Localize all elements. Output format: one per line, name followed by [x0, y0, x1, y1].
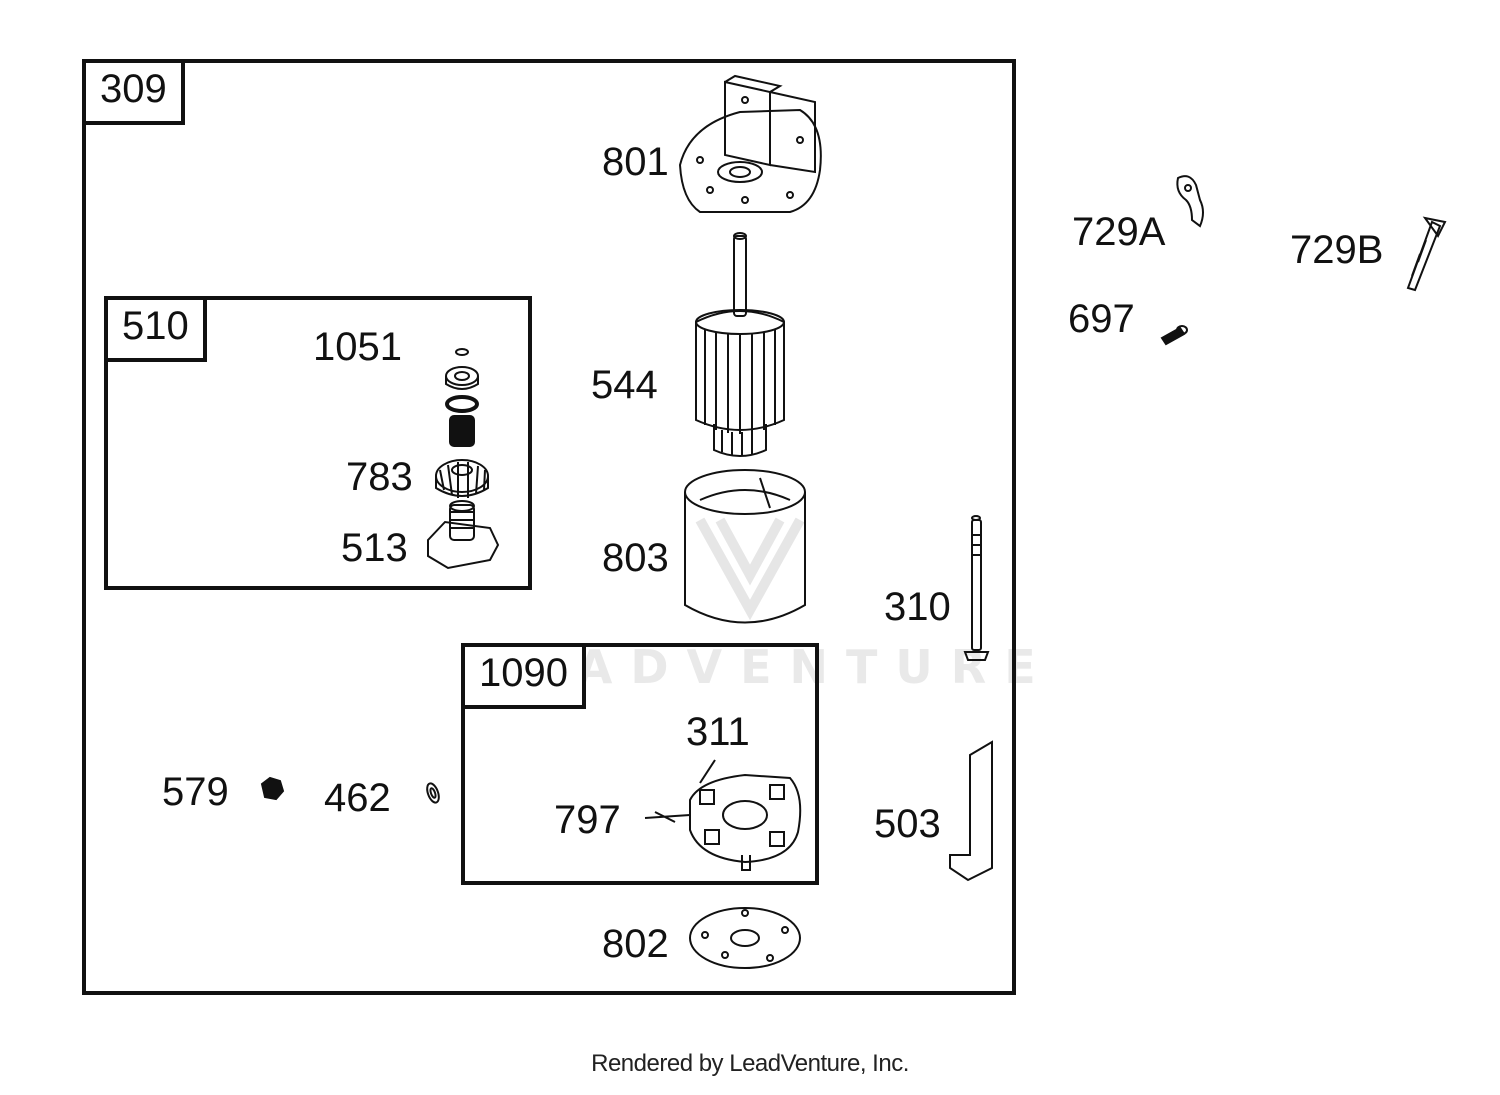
brush-holder-icon	[644, 759, 802, 871]
callout-729b[interactable]: 729B	[1290, 228, 1384, 272]
callout-462[interactable]: 462	[324, 776, 391, 820]
box-label-510: 510	[104, 296, 207, 362]
callout-797[interactable]: 797	[554, 798, 621, 842]
callout-801[interactable]: 801	[602, 140, 669, 184]
armature-icon	[695, 232, 785, 457]
end-cap-bracket-icon	[678, 74, 822, 213]
callout-513[interactable]: 513	[341, 526, 408, 570]
callout-579[interactable]: 579	[162, 770, 229, 814]
callout-697[interactable]: 697	[1068, 297, 1135, 341]
callout-729a[interactable]: 729A	[1072, 210, 1166, 254]
callout-783[interactable]: 783	[346, 455, 413, 499]
callout-310[interactable]: 310	[884, 585, 951, 629]
housing-icon	[684, 469, 806, 624]
stop-collar-icon	[445, 366, 479, 390]
assembly-box-309: 309	[82, 59, 1016, 995]
clip-icon	[1176, 175, 1204, 228]
box-label-1090: 1090	[461, 643, 586, 709]
callout-503[interactable]: 503	[874, 802, 941, 846]
callout-311[interactable]: 311	[686, 710, 750, 754]
screw-icon	[1160, 325, 1188, 346]
drive-housing-icon	[427, 500, 500, 570]
cable-tie-icon	[1406, 216, 1447, 292]
nut-icon	[260, 776, 285, 801]
pinion-gear-icon	[435, 459, 489, 498]
box-label-309: 309	[82, 59, 185, 125]
footer-credit: Rendered by LeadVenture, Inc.	[591, 1050, 909, 1077]
callout-803[interactable]: 803	[602, 536, 669, 580]
through-bolt-icon	[963, 515, 990, 661]
assembly-box-510: 510	[104, 296, 532, 590]
callout-544[interactable]: 544	[591, 363, 658, 407]
assembly-box-1090: 1090	[461, 643, 819, 885]
callout-1051[interactable]: 1051	[313, 325, 402, 369]
retaining-ring-icon	[455, 348, 469, 356]
spring-washer-icon	[445, 395, 479, 413]
spring-icon	[449, 415, 475, 447]
bracket-strip-icon	[949, 740, 993, 882]
washer-icon	[426, 782, 440, 804]
callout-802[interactable]: 802	[602, 922, 669, 966]
end-plate-icon	[689, 907, 801, 969]
watermark-logo-icon	[695, 517, 805, 621]
